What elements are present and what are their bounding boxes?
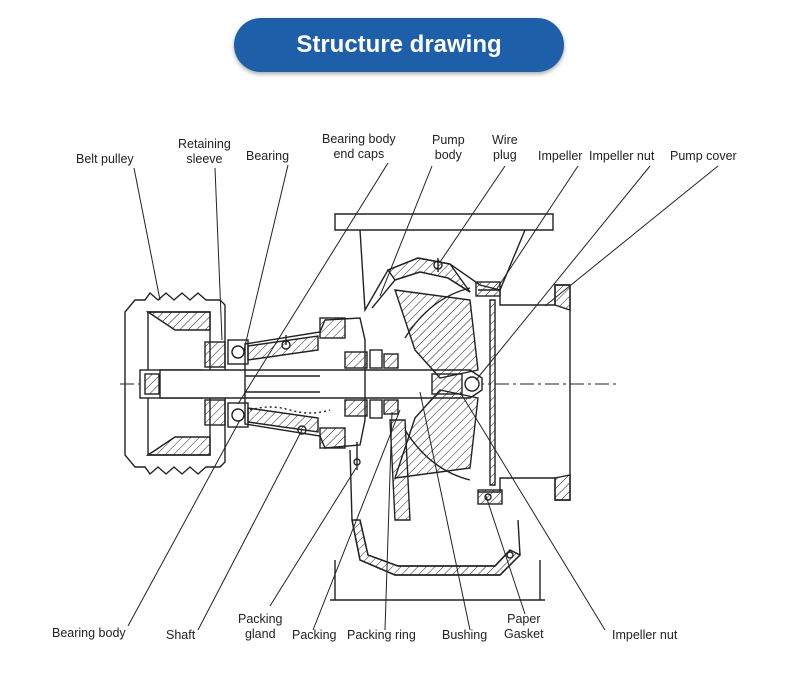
label-belt-pulley: Belt pulley [76,152,134,166]
label-packing: Packing [292,628,337,642]
leader-lines [127,162,719,631]
shaft [159,369,483,399]
label-pump-body: Pump body [432,133,465,162]
bearing-assembly [204,339,249,428]
title-banner: Structure drawing [234,18,564,72]
label-bushing: Bushing [442,628,488,642]
label-packing-ring: Packing ring [347,628,416,642]
label-packing-gland: Packing gland [238,612,283,641]
label-pump-cover: Pump cover [670,149,737,163]
label-impeller-nut-bottom: Impeller nut [612,628,678,642]
label-bearing: Bearing [246,149,290,163]
label-paper-gasket: Paper Gasket [504,612,544,641]
pump-cover [475,281,571,559]
page-title: Structure drawing [296,31,502,58]
label-impeller-nut-top: Impeller nut [589,149,655,163]
label-wire-plug: Wire plug [492,133,518,162]
impeller [393,287,480,481]
label-retaining-sleeve: Retaining sleeve [178,137,231,166]
label-bearing-body: Bearing body [52,626,126,640]
bearing-body [244,317,366,449]
label-impeller: Impeller [538,149,583,163]
pump-body [330,213,554,601]
label-bearing-body-end-caps: Bearing body end caps [322,132,396,161]
label-shaft: Shaft [166,628,196,642]
